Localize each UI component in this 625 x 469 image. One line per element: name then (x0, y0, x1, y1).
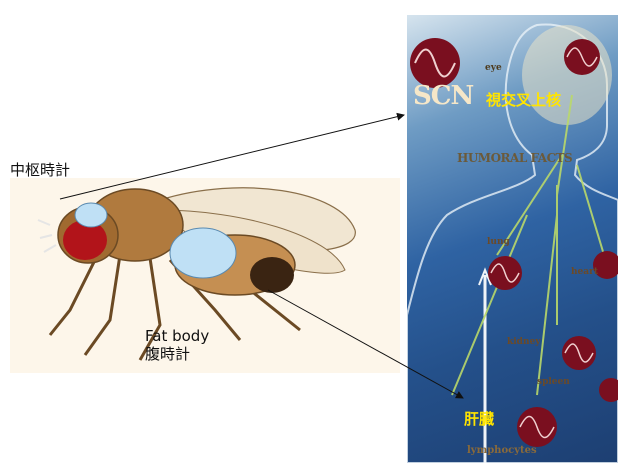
scn-text: SCN (413, 81, 473, 111)
heart-label: heart (571, 267, 598, 277)
lung-label: lung (487, 237, 510, 247)
kidney-label: kidney (507, 337, 540, 347)
eye-label: eye (485, 63, 502, 73)
central-clock-highlight (75, 203, 107, 227)
fat-body-label-en: Fat body (145, 327, 209, 345)
humoral-factors-text: HUMORAL FACTS (457, 151, 572, 165)
clock-icon (599, 378, 618, 402)
scn-ja-label: 視交叉上核 (486, 89, 561, 110)
lymphocytes-label: lymphocytes (467, 445, 537, 456)
liver-label: 肝臓 (464, 408, 494, 429)
human-body-panel: SCN eye 視交叉上核 HUMORAL FACTS lung heart k… (407, 15, 618, 463)
central-clock-label: 中枢時計 (10, 161, 70, 179)
fat-body-label-ja: 腹時計 (145, 345, 190, 363)
spleen-label: spleen (537, 377, 570, 387)
fat-body-highlight (170, 228, 236, 278)
